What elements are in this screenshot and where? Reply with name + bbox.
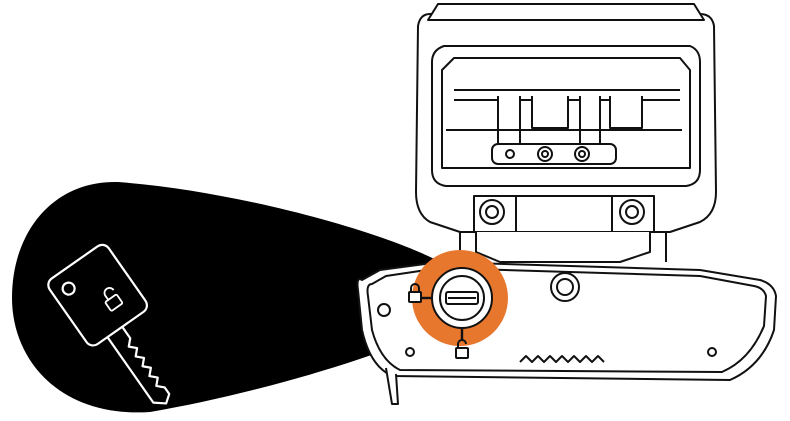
key-icon — [47, 243, 171, 405]
padlock-closed-icon — [408, 283, 422, 303]
padlock-open-icon — [455, 339, 469, 359]
lock-cylinder-icon — [420, 267, 493, 340]
key-padlock-icon — [103, 287, 124, 312]
mount-body — [415, 3, 717, 263]
